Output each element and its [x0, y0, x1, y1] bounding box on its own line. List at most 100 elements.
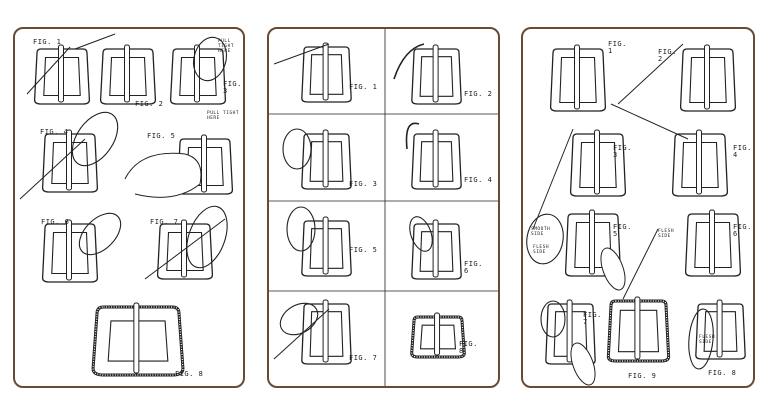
needle	[19, 138, 86, 200]
needle-thread	[273, 43, 330, 65]
fig-label: FIG. 3	[223, 80, 242, 95]
fig-label: FIG. 6	[733, 223, 752, 238]
buckle-frame	[569, 133, 627, 197]
buckle-opening	[309, 141, 344, 182]
buckle-prong	[124, 44, 130, 103]
buckle-frame	[301, 220, 352, 277]
instruction-panel-left: FIG. 1 FIG. 2 FIG. 3 FIG. 4 FIG. 5 FIG. …	[13, 27, 245, 388]
buckle-frame	[176, 138, 234, 195]
lace-loop	[279, 302, 319, 336]
buckle-frame	[411, 133, 462, 190]
lace	[405, 122, 420, 150]
buckle-frame	[99, 48, 157, 105]
buckle-prong	[58, 44, 64, 103]
needle-thread	[622, 228, 659, 300]
lace-loop	[409, 216, 433, 252]
buckle-opening	[107, 320, 169, 362]
buckle-prong	[594, 129, 600, 195]
buckle-opening	[166, 231, 204, 272]
buckle-opening	[681, 141, 719, 189]
fig-label: FIG. 1	[33, 38, 62, 46]
fig-label: FIG. 4	[733, 144, 752, 159]
buckle-prong	[322, 129, 329, 188]
buckle-opening	[419, 141, 454, 182]
buckle-opening	[559, 56, 597, 104]
buckle-opening	[309, 228, 344, 269]
buckle-prong	[566, 299, 573, 363]
buckle-prong	[432, 219, 439, 278]
needle-thread	[610, 103, 689, 140]
fig-label: FIG. 9	[628, 372, 657, 380]
buckle-frame	[411, 48, 462, 105]
buckle-frame	[41, 223, 99, 283]
fig-label: FIG. 6	[464, 260, 483, 275]
needle-thread	[617, 43, 684, 105]
lace-loop	[71, 111, 119, 167]
buckle-prong	[589, 209, 595, 275]
buckle-opening	[419, 231, 454, 272]
buckle-frame	[41, 133, 99, 193]
fig-label: FIG. 3	[613, 144, 632, 159]
buckle-prong	[66, 129, 72, 191]
buckle-frame	[679, 48, 737, 112]
awl-handle	[600, 247, 626, 291]
note-label: PULL TIGHT HERE	[218, 39, 235, 54]
fig-label: FIG. 8	[708, 369, 737, 377]
buckle-frame	[169, 48, 227, 105]
buckle-opening	[617, 309, 660, 353]
fig-label: FIG. 4	[40, 128, 69, 136]
needle-thread	[26, 46, 71, 95]
lace-loop	[540, 300, 566, 338]
buckle-opening	[43, 56, 81, 97]
buckle-prong	[322, 42, 329, 101]
fig-label: FIG. 5	[147, 132, 176, 140]
needle-thread	[532, 128, 574, 230]
buckle-prong	[716, 299, 723, 358]
wrap-stitching	[92, 306, 184, 376]
lace-loop	[192, 36, 228, 82]
buckle-prong	[194, 44, 200, 103]
lace-loop	[282, 128, 312, 170]
buckle-prong	[432, 129, 439, 188]
buckle-frame	[410, 315, 466, 359]
needle	[144, 218, 226, 280]
buckle-frame	[156, 223, 214, 280]
needle-thread	[74, 33, 116, 50]
note-label: PULL TIGHT HERE	[207, 111, 240, 121]
lace-loop	[286, 206, 316, 252]
fig-label: FIG. 5	[613, 223, 632, 238]
buckle-prong	[133, 302, 140, 374]
fig-label: FIG. 2	[464, 90, 493, 98]
lace-loop	[688, 308, 714, 370]
lace	[393, 43, 425, 80]
fig-label: FIG. 8	[459, 340, 478, 355]
buckle-illustrations	[19, 33, 234, 377]
buckle-opening	[689, 56, 727, 104]
buckle-frame	[695, 303, 746, 360]
fig-label: FIG. 2	[135, 100, 164, 108]
buckle-prong	[322, 299, 329, 363]
buckle-prong	[432, 44, 439, 103]
buckle-prong	[201, 134, 207, 193]
buckle-opening	[51, 231, 89, 275]
note-label: FLESH SIDE	[699, 335, 716, 345]
awl-handle	[570, 342, 596, 386]
note-label: SMOOTH SIDE	[531, 227, 551, 237]
buckle-prong	[322, 216, 329, 275]
buckle-opening	[419, 324, 457, 350]
fig-label: FIG. 6	[41, 218, 70, 226]
fig-label: FIG. 1	[349, 83, 378, 91]
buckle-prong	[574, 44, 580, 110]
buckle-frame	[301, 133, 352, 190]
fig-label: FIG. 7	[150, 218, 179, 226]
fig-label: FIG. 4	[464, 176, 493, 184]
buckle-frame	[549, 48, 607, 112]
buckle-prong	[66, 219, 72, 281]
buckle-frame	[33, 48, 91, 105]
buckle-opening	[579, 141, 617, 189]
buckle-frame	[301, 46, 352, 103]
buckle-prong	[709, 209, 715, 275]
hand	[124, 152, 202, 198]
buckle-opening	[309, 54, 344, 95]
buckle-illustrations	[269, 29, 498, 386]
